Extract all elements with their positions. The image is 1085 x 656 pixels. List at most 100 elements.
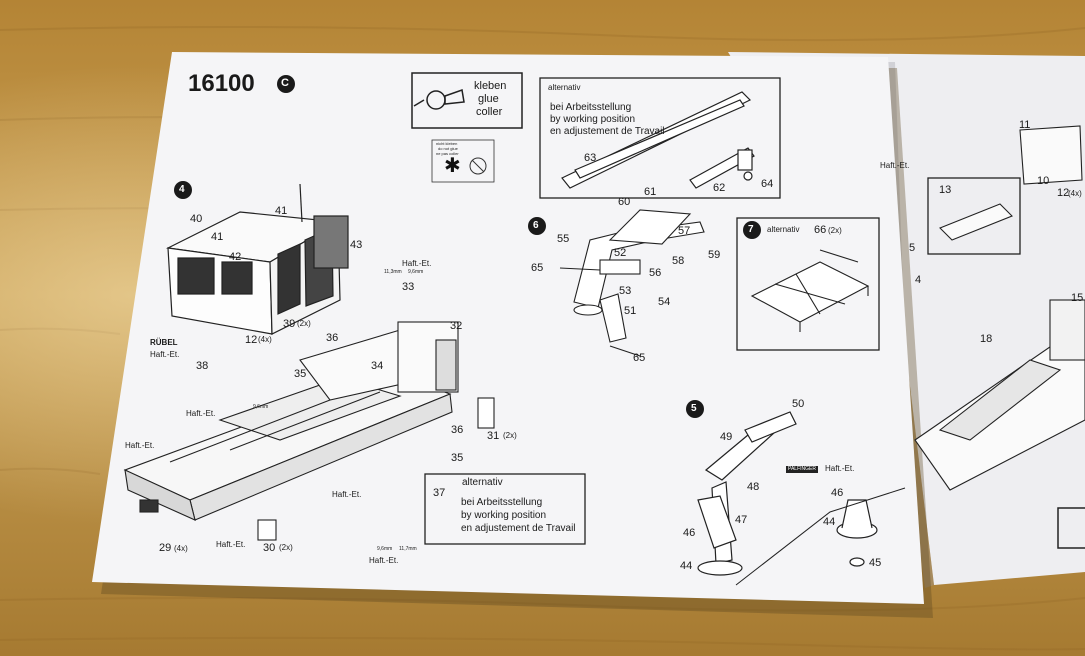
qty-12: (4x) (258, 335, 272, 344)
part-33: 33 (402, 281, 415, 293)
part-31: 31 (487, 430, 500, 442)
step-5-badge (686, 400, 704, 418)
dim-2: 9,6mm (408, 269, 424, 275)
part-35b: 35 (451, 452, 464, 464)
crane-base-drawing (559, 209, 705, 357)
part-50: 50 (792, 398, 805, 410)
part-48: 48 (747, 481, 760, 493)
part-36: 36 (326, 332, 339, 344)
part-32: 32 (450, 320, 463, 332)
chassis-drawing (123, 321, 495, 541)
alternativ-top-title: alternativ (548, 83, 581, 92)
part-41b: 41 (211, 231, 224, 243)
dim-1: 11,3mm (384, 269, 402, 275)
part-62: 62 (713, 182, 726, 194)
model-number: 16100 (188, 70, 255, 97)
part-47: 47 (735, 514, 748, 526)
alternativ-bottom-line3: en adjustement de Travail (461, 523, 576, 534)
step-6-badge (528, 217, 546, 235)
haft-et-5: Haft.-Et. (332, 490, 362, 499)
second-sheet-shadow (886, 62, 934, 588)
part-18: 18 (980, 333, 993, 345)
glue-legend-box (411, 72, 523, 129)
step-5-label: 5 (691, 403, 697, 414)
part-4: 4 (915, 274, 922, 286)
haft-et-6: Haft.-Et. (216, 540, 246, 549)
part-36b: 36 (451, 424, 464, 436)
alternativ-bottom-title: alternativ (462, 477, 503, 488)
part-44: 44 (680, 560, 693, 572)
part-15: 15 (1071, 292, 1084, 304)
part-45: 45 (869, 557, 882, 569)
step7-qty: (2x) (828, 226, 842, 235)
stabilizer-divider (735, 487, 906, 586)
stabilizer-drawing (697, 411, 878, 576)
svg-text:✱: ✱ (444, 153, 461, 177)
alternativ-bottom-line1: bei Arbeitsstellung (461, 497, 543, 508)
part-44b: 44 (823, 516, 836, 528)
haft-et-8: Haft.-Et. (825, 464, 855, 473)
no-glue-line1: nicht kleben (436, 141, 458, 146)
part-56: 56 (649, 267, 662, 279)
part-54: 54 (658, 296, 671, 308)
part-61: 61 (644, 186, 657, 198)
part-5: 5 (909, 242, 916, 254)
part-53: 53 (619, 285, 632, 297)
part-39: 39 (283, 318, 296, 330)
part-46: 46 (683, 527, 696, 539)
qty-30: (2x) (279, 543, 293, 552)
part-60: 60 (618, 196, 631, 208)
glue-tube-icon (413, 88, 465, 110)
step-4-badge (174, 181, 192, 199)
part-34: 34 (371, 360, 384, 372)
haft-et-2: Haft.-Et. (402, 259, 432, 268)
no-glue-icon: ✱ (431, 139, 495, 183)
haft-et-4: Haft.-Et. (125, 441, 155, 450)
part-40: 40 (190, 213, 203, 225)
alternativ-top-line1: bei Arbeitsstellung (550, 102, 632, 113)
step7-alternativ-box (736, 217, 880, 351)
step-6-label: 6 (533, 220, 539, 231)
part-52: 52 (614, 247, 627, 259)
alternativ-bottom-line2: by working position (461, 510, 547, 521)
qty-29: (4x) (174, 544, 188, 553)
alternativ-support-box (424, 473, 586, 545)
step-7-badge (743, 221, 761, 239)
part-30: 30 (263, 542, 276, 554)
part-55: 55 (557, 233, 570, 245)
qty-31: (2x) (503, 431, 517, 440)
part-46b: 46 (831, 487, 844, 499)
glue-legend-line2: glue (478, 93, 499, 105)
step-4-label: 4 (179, 184, 185, 195)
model-suffix: C (281, 77, 289, 89)
part-49: 49 (720, 431, 733, 443)
part-51: 51 (624, 305, 637, 317)
part-13: 13 (939, 184, 952, 196)
dim-5: 9,6mm (253, 404, 269, 410)
part-35: 35 (294, 368, 307, 380)
haft-et-1: Haft.-Et. (150, 350, 180, 359)
part-29: 29 (159, 542, 172, 554)
cabin-drawing (165, 183, 349, 335)
part-57: 57 (678, 225, 691, 237)
brand-rubel: RÜBEL (150, 338, 178, 347)
part-43: 43 (350, 239, 363, 251)
no-glue-line2: do not glue (438, 146, 458, 151)
step7-part: 66 (814, 224, 827, 236)
glue-legend-line1: kleben (474, 80, 507, 92)
part-38: 38 (196, 360, 209, 372)
part-65b: 65 (633, 352, 646, 364)
step-7-label: 7 (748, 224, 754, 235)
part-12c: 12 (1057, 187, 1070, 199)
part-41: 41 (275, 205, 288, 217)
glue-legend-line3: coller (476, 106, 503, 118)
brand-palfinger: PALFINGER (786, 466, 818, 473)
part-42: 42 (229, 251, 242, 263)
no-glue-line3: ne pas coller (436, 151, 459, 156)
part-12: 12 (245, 334, 258, 346)
step7-title: alternativ (767, 225, 800, 234)
model-suffix-badge (277, 75, 295, 93)
part-63: 63 (584, 152, 597, 164)
alternativ-boom-box (539, 77, 781, 199)
